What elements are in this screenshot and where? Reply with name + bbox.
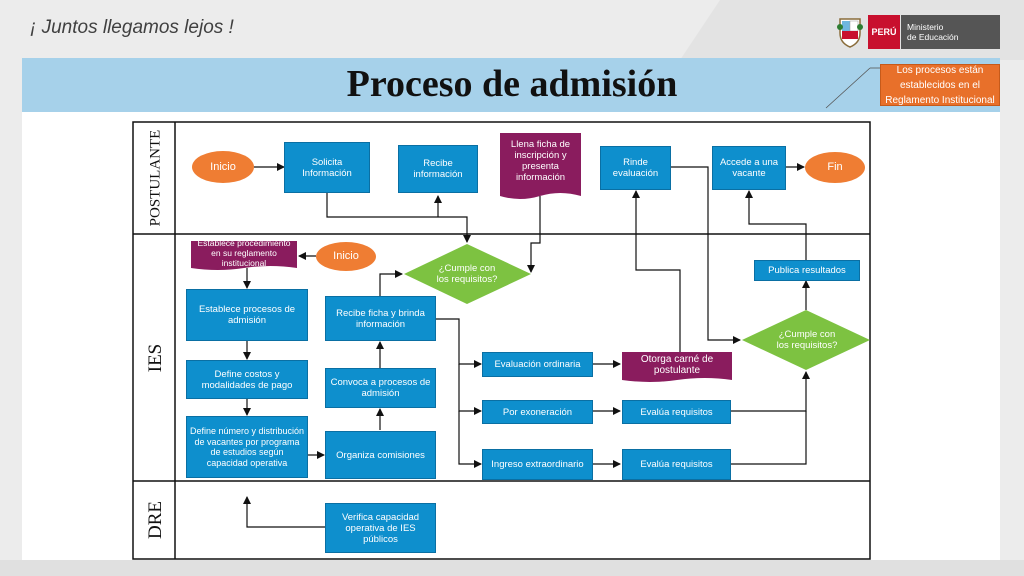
page-title: Proceso de admisión <box>346 63 678 105</box>
crest-icon <box>837 18 863 48</box>
swimlane-frame <box>132 121 871 560</box>
llena-ficha-node: Llena ficha de inscripción y presenta in… <box>500 134 581 188</box>
inicio-ies-node: Inicio <box>316 242 376 271</box>
decision-diamond-1 <box>404 244 531 304</box>
establece-procedimiento-node: Establece procedimiento en su reglamento… <box>191 238 297 268</box>
fin-node: Fin <box>805 152 865 183</box>
evalua-requisitos-2-node: Evalúa requisitos <box>622 449 731 480</box>
lane-label-dre: DRE <box>145 501 166 539</box>
define-costos-node: Define costos y modalidades de pago <box>186 360 308 399</box>
cumple-requisitos-1-node: ¿Cumple con los requisitos? <box>436 263 498 285</box>
otorga-carne-node: Otorga carné de postulante <box>622 352 732 378</box>
regulation-note: Los procesos están establecidos en el Re… <box>880 64 1000 106</box>
ministry-line-2: de Educación <box>907 32 959 42</box>
slogan: ¡ Juntos llegamos lejos ! <box>30 17 234 38</box>
title-bar <box>22 58 1000 112</box>
solicita-informacion-node: Solicita Información <box>284 142 370 193</box>
decision-diamond-2 <box>742 310 870 370</box>
peru-badge: PERÚ <box>868 15 900 49</box>
ministry-line-1: Ministerio <box>907 22 944 32</box>
recibe-informacion-node: Recibe información <box>398 145 478 193</box>
ministry-name: Ministerio de Educación <box>901 15 1000 49</box>
evalua-requisitos-1-node: Evalúa requisitos <box>622 400 731 424</box>
recibe-ficha-node: Recibe ficha y brinda información <box>325 296 436 341</box>
organiza-comisiones-node: Organiza comisiones <box>325 431 436 479</box>
define-numero-node: Define número y distribución de vacantes… <box>186 416 308 478</box>
verifica-capacidad-node: Verifica capacidad operativa de IES públ… <box>325 503 436 553</box>
lane-label-postulante: POSTULANTE <box>147 129 164 227</box>
rinde-evaluacion-node: Rinde evaluación <box>600 146 671 190</box>
inicio-postulante-node: Inicio <box>192 151 254 183</box>
ministry-logo: PERÚ Ministerio de Educación <box>836 15 1000 49</box>
establece-procesos-node: Establece procesos de admisión <box>186 289 308 341</box>
ingreso-extraordinario-node: Ingreso extraordinario <box>482 449 593 480</box>
convoca-procesos-node: Convoca a procesos de admisión <box>325 368 436 408</box>
publica-resultados-node: Publica resultados <box>754 260 860 281</box>
cumple-requisitos-2-node: ¿Cumple con los requisitos? <box>776 329 838 351</box>
por-exoneracion-node: Por exoneración <box>482 400 593 424</box>
evaluacion-ordinaria-node: Evaluación ordinaria <box>482 352 593 377</box>
lane-label-ies: IES <box>145 343 166 373</box>
accede-vacante-node: Accede a una vacante <box>712 146 786 190</box>
